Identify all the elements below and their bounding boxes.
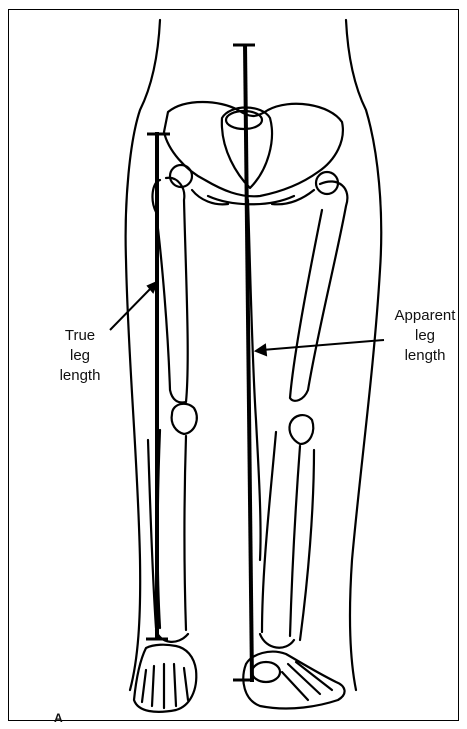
panel-letter: A xyxy=(54,711,63,725)
left-tibia xyxy=(158,430,186,630)
body-outline-right xyxy=(346,20,381,690)
right-tibia xyxy=(262,432,300,636)
apparent-leg-length-line xyxy=(245,44,252,682)
right-fibula xyxy=(300,450,314,640)
apparent-leg-length-label-line-1: Apparent xyxy=(380,306,467,326)
true-leg-length-label-line-1: True xyxy=(44,326,116,346)
left-fibula xyxy=(148,440,156,628)
right-femoral-head xyxy=(316,172,338,194)
true-leg-length-label-line-3: length xyxy=(44,366,116,386)
apparent-leg-length-label: Apparent leg length xyxy=(380,306,467,366)
apparent-leg-length-label-line-3: length xyxy=(380,346,467,366)
right-ankle xyxy=(260,634,294,648)
apparent-leg-length-arrow xyxy=(262,340,384,350)
true-leg-length-label-line-2: leg xyxy=(44,346,116,366)
left-patella xyxy=(172,404,197,434)
right-patella xyxy=(289,415,313,444)
true-leg-length-arrow xyxy=(110,286,153,330)
right-femur xyxy=(290,181,347,400)
apparent-leg-length-label-line-2: leg xyxy=(380,326,467,346)
left-foot xyxy=(134,645,196,712)
true-leg-length-label: True leg length xyxy=(44,326,116,386)
